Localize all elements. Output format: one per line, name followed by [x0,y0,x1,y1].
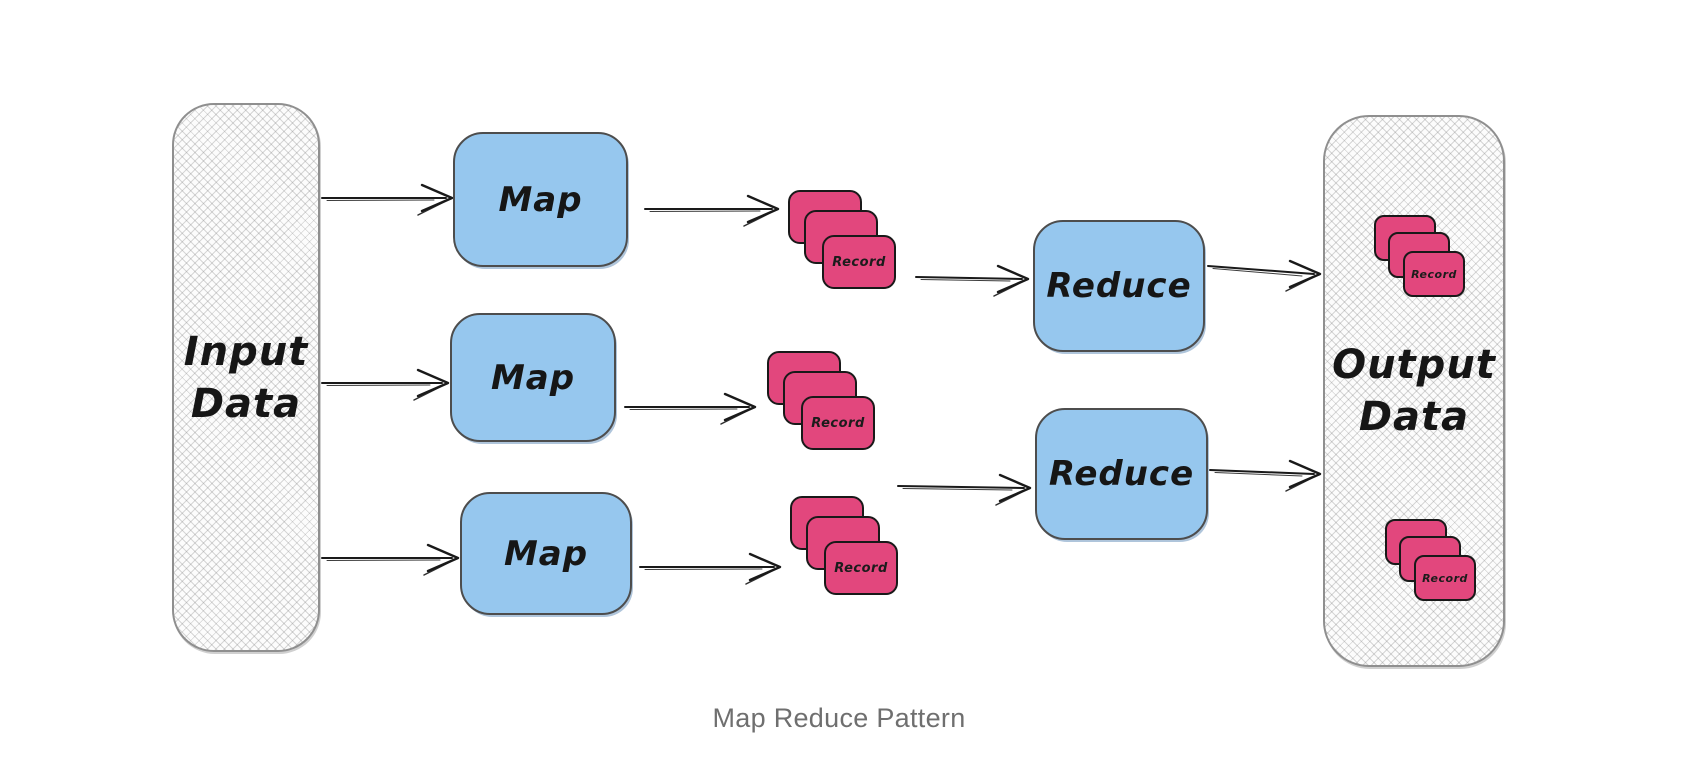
record-card-front: Record [822,235,896,289]
record-card-front: Record [1414,555,1476,601]
output-label-line2: Data [1358,394,1470,440]
reduce-node-1: Reduce [1033,220,1205,352]
reduce-node-2-label: Reduce [1048,454,1195,494]
output-record-stack-2: Record [1385,519,1477,601]
arrow-reduce-1-to-output [1207,259,1322,292]
record-card-label: Record [834,560,888,576]
record-stack-3: Record [790,496,902,596]
record-card-front: Record [801,396,875,450]
map-node-1-label: Map [498,179,583,220]
output-data-label: Output Data [1332,343,1496,439]
arrow-reduce-2-to-output [1209,459,1322,492]
map-node-3-label: Map [503,533,589,574]
arrow-map-2-to-records [624,392,757,425]
map-node-2: Map [450,313,616,442]
reduce-node-2: Reduce [1035,408,1208,540]
record-stack-2: Record [767,351,879,451]
record-card-label: Record [1411,267,1457,281]
arrow-map-1-to-records [644,194,780,227]
arrow-records-to-reduce-2 [897,473,1032,506]
record-stack-1: Record [788,190,900,290]
record-card-label: Record [1422,571,1468,585]
output-record-stack-1: Record [1374,215,1466,297]
map-node-1: Map [453,132,628,267]
record-card-label: Record [811,415,865,431]
output-label-line1: Output [1332,342,1496,388]
input-data-label: Input Data [184,330,309,426]
input-data-container: Input Data [172,103,320,652]
record-card-front: Record [824,541,898,595]
map-node-3: Map [460,492,632,615]
record-card-label: Record [832,254,886,270]
arrow-map-3-to-records [639,552,782,585]
output-data-container: Output Data Record Record [1323,115,1505,667]
map-node-2-label: Map [490,357,576,398]
input-label-line2: Data [190,380,302,427]
arrow-input-to-map-2 [321,368,450,401]
record-card-front: Record [1403,251,1465,297]
arrow-input-to-map-1 [321,183,454,216]
input-label-line1: Input [183,328,309,375]
reduce-node-1-label: Reduce [1046,266,1192,306]
diagram-caption: Map Reduce Pattern [712,703,966,733]
arrow-input-to-map-3 [321,543,460,576]
arrow-records-to-reduce-1 [915,264,1030,297]
